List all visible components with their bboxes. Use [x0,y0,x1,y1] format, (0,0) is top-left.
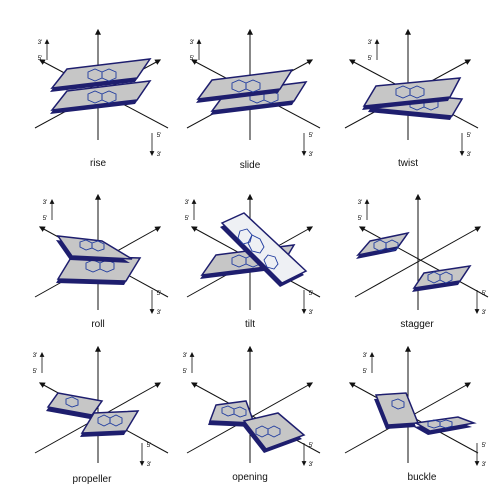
strand-label-3prime: 3' [309,309,314,316]
strand-label-3prime: 3' [38,39,43,46]
strand-label-5prime: 5' [157,290,162,297]
base-pair-plate-lower [50,80,152,114]
base-pair-plate-upper [56,235,133,263]
strand-label-3prime: 3' [482,309,487,316]
strand-arrow-top: 3' 5' [38,39,50,62]
strand-label-3prime: 3' [467,151,472,158]
strand-label-5prime: 5' [482,442,487,449]
strand-arrow-bottom: 5' 3' [301,290,314,316]
strand-label-3prime: 3' [309,151,314,158]
strand-label-5prime: 5' [482,290,487,297]
strand-arrow-top: 3' 5' [183,352,195,375]
strand-label-3prime: 3' [368,39,373,46]
panel-slide: 3' 5' 5' 3' slide [186,28,321,171]
base-pair-plate-upper [50,58,152,92]
strand-label-5prime: 5' [309,290,314,297]
panel-label: roll [91,319,104,330]
strand-label-5prime: 5' [43,215,48,222]
panel-propeller: 3' 5' 5' 3' propeller [33,345,169,485]
strand-label-5prime: 5' [183,368,188,375]
strand-arrow-bottom: 5' 3' [459,132,472,158]
strand-label-5prime: 5' [467,132,472,139]
strand-arrow-top: 3' 5' [190,39,202,62]
panel-roll: 3' 5' 5' 3' roll [34,193,169,330]
strand-label-3prime: 3' [183,352,188,359]
strand-label-5prime: 5' [38,55,43,62]
base-pair-plate-right [242,412,306,453]
panel-label: slide [240,160,261,171]
base-pair-plate-right [413,416,477,435]
strand-label-5prime: 5' [358,215,363,222]
strand-label-3prime: 3' [358,199,363,206]
base-pair-plate-lower [412,265,472,292]
strand-arrow-bottom: 5' 3' [474,290,487,316]
strand-label-3prime: 3' [147,461,152,468]
base-pair-plate-right [80,410,140,437]
strand-label-5prime: 5' [185,215,190,222]
panel-opening: 3' 5' 5' 3' opening [183,345,321,483]
panel-buckle: 3' 5' 5' 3' buckle [344,345,487,483]
strand-label-5prime: 5' [190,55,195,62]
strand-label-3prime: 3' [363,352,368,359]
strand-arrow-top: 3' 5' [363,352,375,375]
base-pair-plate-upper [356,231,410,259]
panel-stagger: 3' 5' 5' 3' stagger [354,193,489,330]
strand-arrow-top: 3' 5' [368,39,380,62]
strand-label-3prime: 3' [190,39,195,46]
strand-label-3prime: 3' [482,461,487,468]
strand-label-5prime: 5' [368,55,373,62]
strand-arrow-bottom: 5' 3' [149,132,162,158]
strand-arrow-bottom: 5' 3' [474,442,487,468]
strand-arrow-top: 3' 5' [185,199,197,222]
panel-twist: 3' 5' 5' 3' twist [344,28,479,169]
strand-label-3prime: 3' [185,199,190,206]
panel-label: tilt [245,319,255,330]
strand-label-5prime: 5' [309,132,314,139]
base-pair-plate-upper [362,77,462,110]
panel-label: propeller [73,474,113,485]
base-pair-plate-upper [196,69,294,103]
strand-label-3prime: 3' [157,151,162,158]
base-pair-plate-left [208,400,256,427]
axes [186,345,321,463]
strand-arrow-top: 3' 5' [33,352,45,375]
panel-tilt: 3' 5' 5' 3' tilt [185,193,321,330]
strand-label-5prime: 5' [147,442,152,449]
panel-label: rise [90,158,107,169]
panel-label: twist [398,158,418,169]
strand-arrow-bottom: 5' 3' [301,132,314,158]
strand-label-5prime: 5' [157,132,162,139]
strand-label-3prime: 3' [157,309,162,316]
strand-arrow-bottom: 5' 3' [301,442,314,468]
panel-rise: 3' 5' 5' 3' rise [34,28,169,169]
panel-label: opening [232,472,268,483]
strand-arrow-top: 3' 5' [358,199,370,222]
strand-arrow-bottom: 5' 3' [149,290,162,316]
base-pair-plate-left [374,392,420,429]
strand-label-5prime: 5' [309,442,314,449]
panel-label: buckle [408,472,437,483]
panel-label: stagger [400,319,434,330]
strand-arrow-top: 3' 5' [43,199,55,222]
base-pair-plate-upper [220,212,308,287]
strand-label-3prime: 3' [43,199,48,206]
strand-label-5prime: 5' [33,368,38,375]
strand-label-3prime: 3' [33,352,38,359]
strand-arrow-bottom: 5' 3' [139,442,152,468]
strand-label-3prime: 3' [309,461,314,468]
strand-label-5prime: 5' [363,368,368,375]
